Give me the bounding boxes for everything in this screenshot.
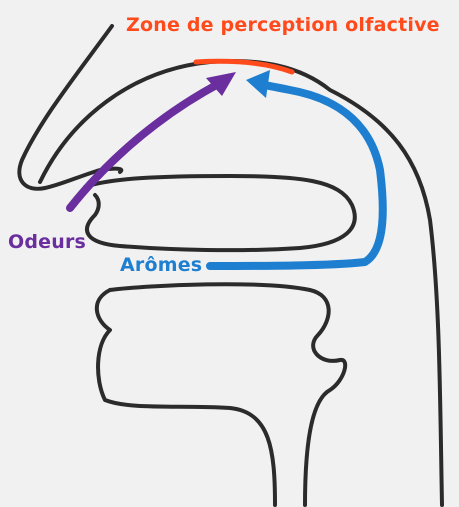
palate-outline [85,176,355,250]
aromes-arrowhead [246,70,270,98]
jaw-outline [97,290,275,505]
aromes-label: Arômes [120,256,202,275]
odeurs-label: Odeurs [8,233,86,252]
perception-zone-label: Zone de perception olfactive [126,16,440,35]
tongue-outline [110,284,345,505]
odeurs-arrow [70,82,222,208]
perception-zone-line [196,61,292,72]
